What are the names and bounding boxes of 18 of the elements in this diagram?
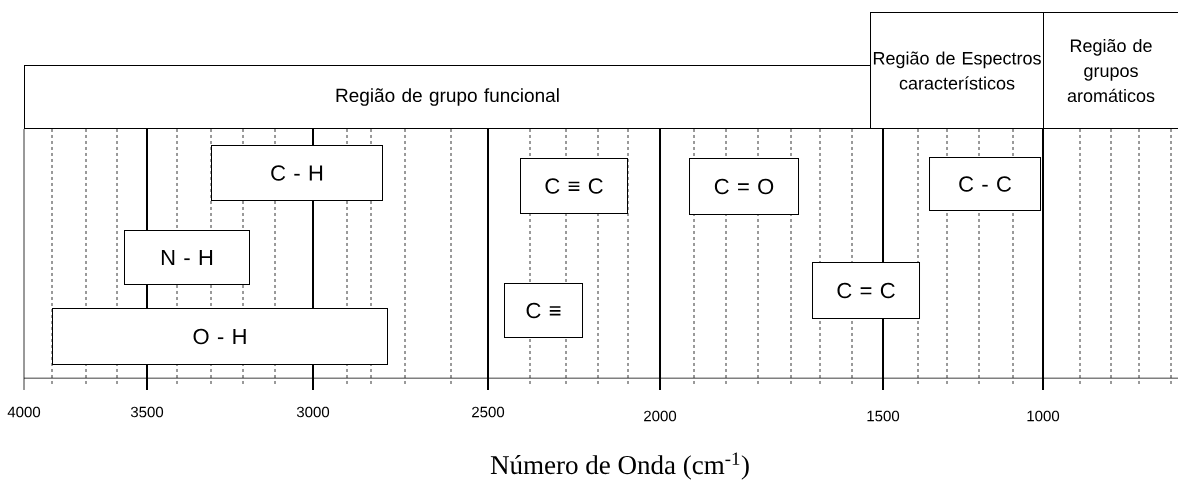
- range-box: C ≡: [504, 283, 583, 338]
- range-box: C = C: [812, 262, 920, 319]
- region-header-box: Região de Espectros característicos: [870, 12, 1044, 129]
- region-header-box: Região de grupos aromáticos: [1043, 12, 1178, 129]
- tick-label: 1500: [867, 410, 900, 422]
- tick-label: 1000: [1027, 410, 1060, 422]
- range-box: C = O: [689, 158, 799, 215]
- tick-label: 2500: [472, 406, 505, 418]
- range-box: C ≡ C: [520, 158, 628, 214]
- range-box: O - H: [52, 308, 388, 365]
- range-box: C - C: [929, 157, 1041, 211]
- tick-label: 4000: [7, 406, 41, 418]
- tick-label: 2000: [644, 410, 677, 422]
- tick-label: 3000: [296, 406, 330, 418]
- range-box: C - H: [211, 145, 383, 201]
- tick-label: 3500: [130, 406, 164, 418]
- range-box: N - H: [124, 230, 250, 285]
- axis-title: Número de Onda (cm$^{-1}$): [490, 452, 749, 480]
